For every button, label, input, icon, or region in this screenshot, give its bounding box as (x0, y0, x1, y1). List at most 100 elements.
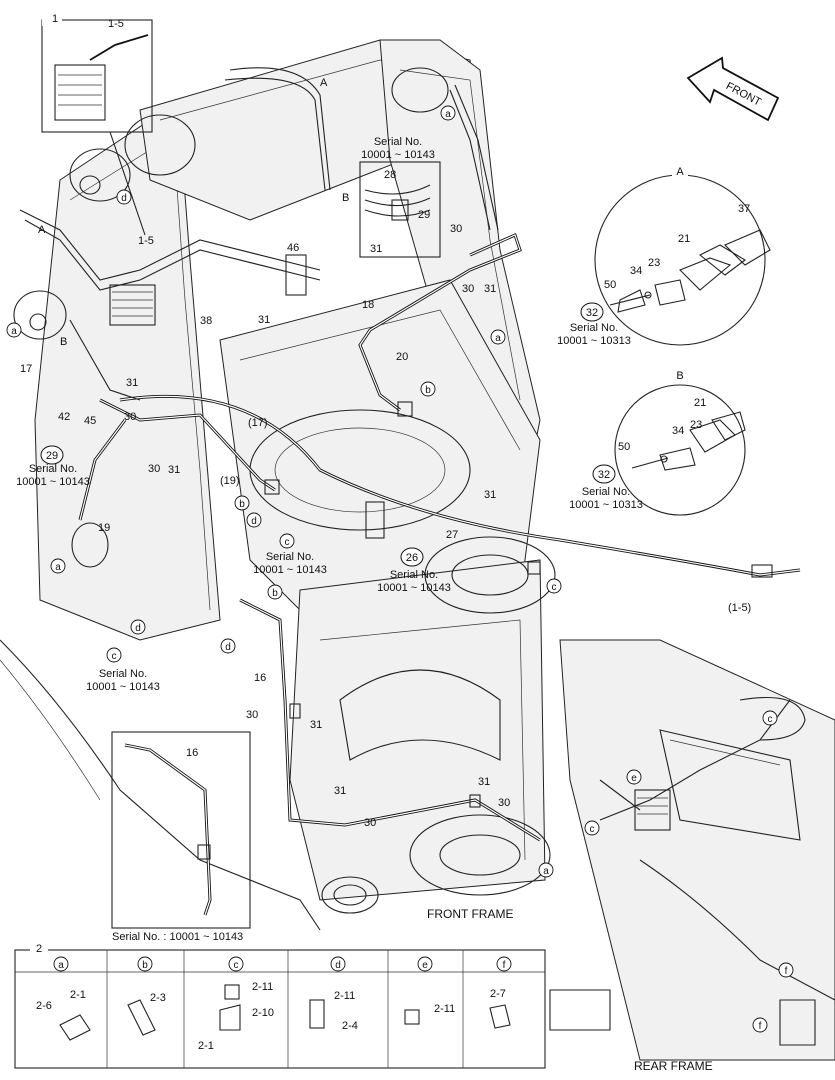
table-part-d-0: 2-11 (334, 990, 355, 1002)
rear-frame-label: REAR FRAME (634, 1059, 713, 1073)
callout-main-12: 28 (384, 169, 396, 181)
fitting-letter-1: d (121, 193, 127, 204)
serial-313-b-line-1: 10001 ~ 10313 (569, 499, 643, 511)
fitting-letter-12: d (225, 642, 231, 653)
fitting-letter-circle-15 (626, 769, 642, 785)
fitting-letter-3: a (495, 333, 501, 344)
fitting-letter-circle-14 (762, 710, 778, 726)
table-part-a-1: 2-6 (36, 1000, 52, 1012)
callout-main-0: 1-5 (108, 18, 124, 30)
fitting-letter-circle-12 (220, 638, 236, 654)
front-frame-label: FRONT FRAME (427, 907, 513, 921)
circled-number-ring-0 (580, 302, 604, 322)
rear-frame-structure (549, 639, 835, 1061)
detail-b-key: B (676, 370, 683, 382)
callout-main-7: 31 (126, 377, 138, 389)
fitting-letter-circle-13 (106, 647, 122, 663)
fitting-letter-11: d (135, 623, 141, 634)
serial-143-left: Serial No. (29, 463, 77, 475)
table-header-circle-d (330, 956, 346, 972)
callout-main-32: 31 (334, 785, 346, 797)
callout-main-15: 30 (450, 223, 462, 235)
table-header-d: d (335, 960, 341, 971)
circled-number-3: 26 (406, 552, 418, 564)
fitting-letter-circle-17 (538, 862, 554, 878)
fitting-letter-circle-7 (279, 533, 295, 549)
fitting-letter-circle-8 (50, 558, 66, 574)
callout-main-23: 27 (446, 529, 458, 541)
callout-detail-a-4: 50 (604, 279, 616, 291)
callout-main-29: 31 (478, 776, 490, 788)
callout-detail-b-0: 21 (694, 397, 706, 409)
callout-main-18: 18 (362, 299, 374, 311)
inset-16 (111, 731, 251, 929)
fitting-letter-17: a (543, 866, 549, 877)
fitting-letter-19: f (759, 1021, 762, 1032)
circled-number-ring-1 (592, 464, 616, 484)
circled-number-ring-3 (400, 547, 424, 567)
callout-main-24: 31 (484, 489, 496, 501)
callout-main-9: 38 (200, 315, 212, 327)
callout-detail-b-1: 23 (690, 419, 702, 431)
callout-main-30: 30 (498, 797, 510, 809)
callout-main-27: 30 (246, 709, 258, 721)
table-header-e: e (422, 960, 428, 971)
callout-main-10: 46 (287, 242, 299, 254)
fitting-letter-16: c (590, 824, 595, 835)
serial-143-center-line-1: 10001 ~ 10143 (253, 564, 327, 576)
hose-routing (19, 67, 806, 842)
callout-main-5: 30 (124, 411, 136, 423)
circled-number-1: 32 (598, 469, 610, 481)
callout-main-25: (1-5) (728, 602, 751, 614)
table-header-c: c (234, 960, 239, 971)
callout-main-6: 30 (148, 463, 160, 475)
callout-detail-b-2: 34 (672, 425, 684, 437)
serial-143-turntable: Serial No. (390, 569, 438, 581)
table-part-e-0: 2-11 (434, 1003, 455, 1015)
callout-main-21: (19) (220, 475, 240, 487)
table-header-circle-b (137, 956, 153, 972)
callout-main-4: 45 (84, 415, 96, 427)
fitting-letter-circle-6 (246, 512, 262, 528)
fitting-letter-circle-1 (116, 189, 132, 205)
fitting-letter-circle-18 (778, 962, 794, 978)
serial-313-a-line-1: 10001 ~ 10313 (557, 335, 631, 347)
fitting-letter-circle-4 (420, 381, 436, 397)
fitting-letter-7: c (285, 537, 290, 548)
callout-detail-a-1: 21 (678, 233, 690, 245)
fitting-letter-5: b (239, 499, 245, 510)
table-part-b-0: 2-3 (150, 992, 166, 1004)
serial-143-top: Serial No. (374, 136, 422, 148)
fitting-letter-circle-16 (584, 820, 600, 836)
table-part-c-0: 2-11 (252, 981, 273, 993)
detail-a-key: A (676, 166, 684, 178)
inset-16-serial: Serial No. : 10001 ~ 10143 (112, 931, 243, 943)
inset-clamp-detail (359, 161, 441, 258)
callout-main-8: 31 (168, 464, 180, 476)
callout-main-28: 31 (310, 719, 322, 731)
fitting-letter-circle-11 (130, 619, 146, 635)
serial-143-turntable-line-1: 10001 ~ 10143 (377, 582, 451, 594)
callout-main-22: 19 (98, 522, 110, 534)
callout-main-33: 16 (186, 747, 198, 759)
view-key-a-left: A (38, 224, 46, 236)
fitting-letter-6: d (251, 516, 257, 527)
callout-main-26: 16 (254, 672, 266, 684)
fitting-letter-circle-2 (6, 322, 22, 338)
table-header-circle-a (53, 956, 69, 972)
serial-143-left-line-1: 10001 ~ 10143 (16, 476, 90, 488)
table-header-circle-f (496, 956, 512, 972)
callout-main-16: 30 (462, 283, 474, 295)
callout-main-17: 31 (484, 283, 496, 295)
callout-main-20: (17) (248, 417, 268, 429)
circled-number-ring-2 (40, 445, 64, 465)
detail-b: B (614, 368, 746, 516)
fitting-letter-15: e (631, 773, 637, 784)
table-header-f: f (503, 960, 506, 971)
serial-143-center: Serial No. (266, 551, 314, 563)
fitting-letter-18: f (785, 966, 788, 977)
callout-main-31: 30 (364, 817, 376, 829)
circled-number-2: 29 (46, 450, 58, 462)
